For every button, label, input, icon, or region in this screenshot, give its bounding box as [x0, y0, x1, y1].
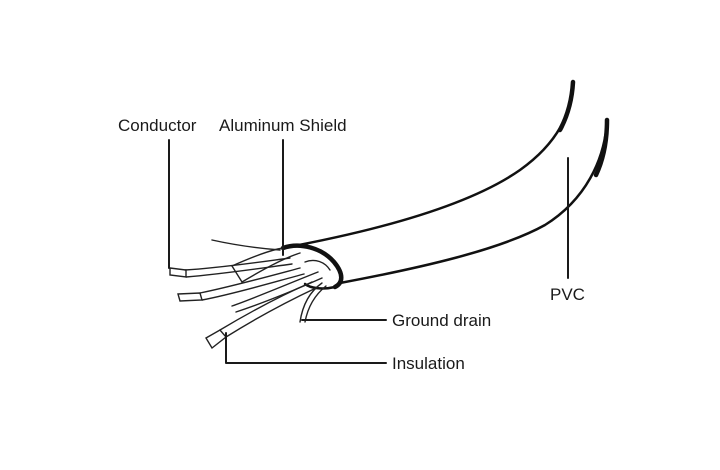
leader-lines: [168, 139, 569, 364]
label-conductor: Conductor: [118, 116, 197, 135]
leader-insulation: [225, 332, 387, 364]
cable-jacket: [280, 79, 610, 290]
label-insulation: Insulation: [392, 354, 465, 373]
label-pvc: PVC: [550, 285, 585, 304]
aluminum-shield: [231, 247, 331, 283]
label-ground-drain: Ground drain: [392, 311, 492, 330]
label-aluminum-shield: Aluminum Shield: [219, 116, 347, 135]
inner-wires: [169, 239, 327, 350]
